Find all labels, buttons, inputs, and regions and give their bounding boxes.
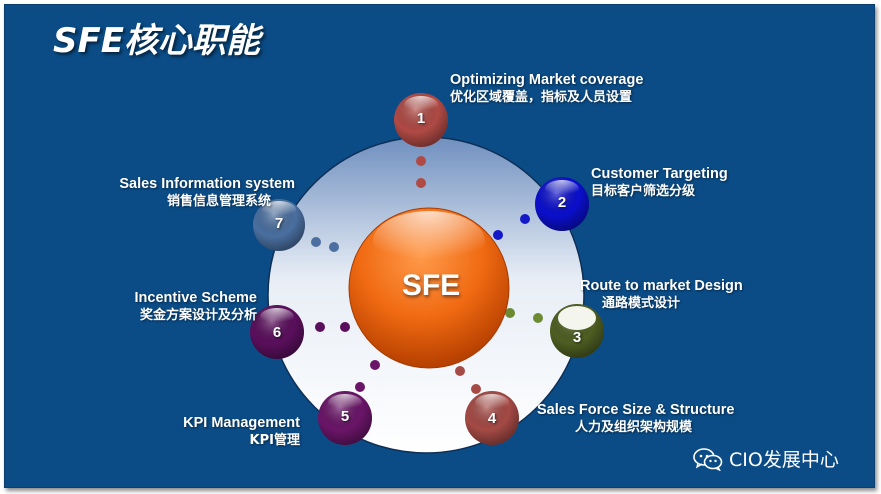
node-1-label: Optimizing Market coverage 优化区域覆盖，指标及人员设…: [450, 71, 643, 107]
node-4-label: Sales Force Size & Structure 人力及组织架构规模: [537, 401, 734, 437]
node-7-label-en: Sales Information system: [119, 176, 295, 192]
node-6-label-en: Incentive Scheme: [134, 290, 258, 306]
node-3-sphere: [550, 304, 604, 358]
node-3-number: 3: [572, 329, 582, 346]
node-1-label-en: Optimizing Market coverage: [450, 72, 644, 88]
node-5-label: KPI Management KPI管理: [145, 414, 300, 450]
node-4-number: 4: [487, 410, 497, 427]
connector-dots: [311, 156, 543, 394]
node-4-label-cn: 人力及组织架构规模: [575, 420, 693, 435]
node-6-number: 6: [272, 324, 282, 341]
node-4-sphere: [465, 391, 519, 445]
node-2-label: Customer Targeting 目标客户筛选分级: [591, 165, 728, 201]
node-2-sphere: [535, 177, 589, 231]
node-6-label-cn: 奖金方案设计及分析: [139, 308, 257, 323]
center-label: SFE: [401, 269, 461, 302]
node-2-label-cn: 目标客户筛选分级: [591, 184, 696, 199]
node-5-label-en: KPI Management: [183, 415, 300, 431]
node-1-label-cn: 优化区域覆盖，指标及人员设置: [450, 90, 633, 105]
node-1-sphere: [394, 93, 448, 147]
slide: SFE核心职能: [4, 4, 875, 488]
node-2-label-en: Customer Targeting: [591, 166, 728, 182]
node-7-number: 7: [274, 215, 284, 232]
watermark-text: CIO发展中心: [729, 449, 839, 471]
node-6-label: Incentive Scheme 奖金方案设计及分析: [105, 289, 258, 325]
watermark: CIO发展中心: [693, 445, 839, 472]
center-sphere: [348, 207, 510, 369]
slide-title: SFE核心职能: [53, 21, 260, 61]
node-5-sphere: [318, 391, 372, 445]
node-3-label: Route to market Design 通路模式设计: [580, 277, 743, 313]
node-3-label-en: Route to market Design: [580, 278, 743, 294]
wechat-icon: [693, 447, 723, 471]
node-2-number: 2: [557, 194, 567, 211]
node-1-number: 1: [416, 110, 426, 127]
node-7-label: Sales Information system 销售信息管理系统: [85, 175, 295, 211]
sfe-diagram: [250, 93, 604, 454]
node-5-number: 5: [340, 408, 350, 425]
node-7-sphere: [253, 199, 305, 251]
node-5-label-cn: KPI管理: [249, 433, 300, 448]
node-4-label-en: Sales Force Size & Structure: [537, 402, 735, 418]
node-6-sphere: [250, 305, 304, 359]
node-7-label-cn: 销售信息管理系统: [166, 194, 271, 209]
node-3-label-cn: 通路模式设计: [602, 296, 681, 311]
